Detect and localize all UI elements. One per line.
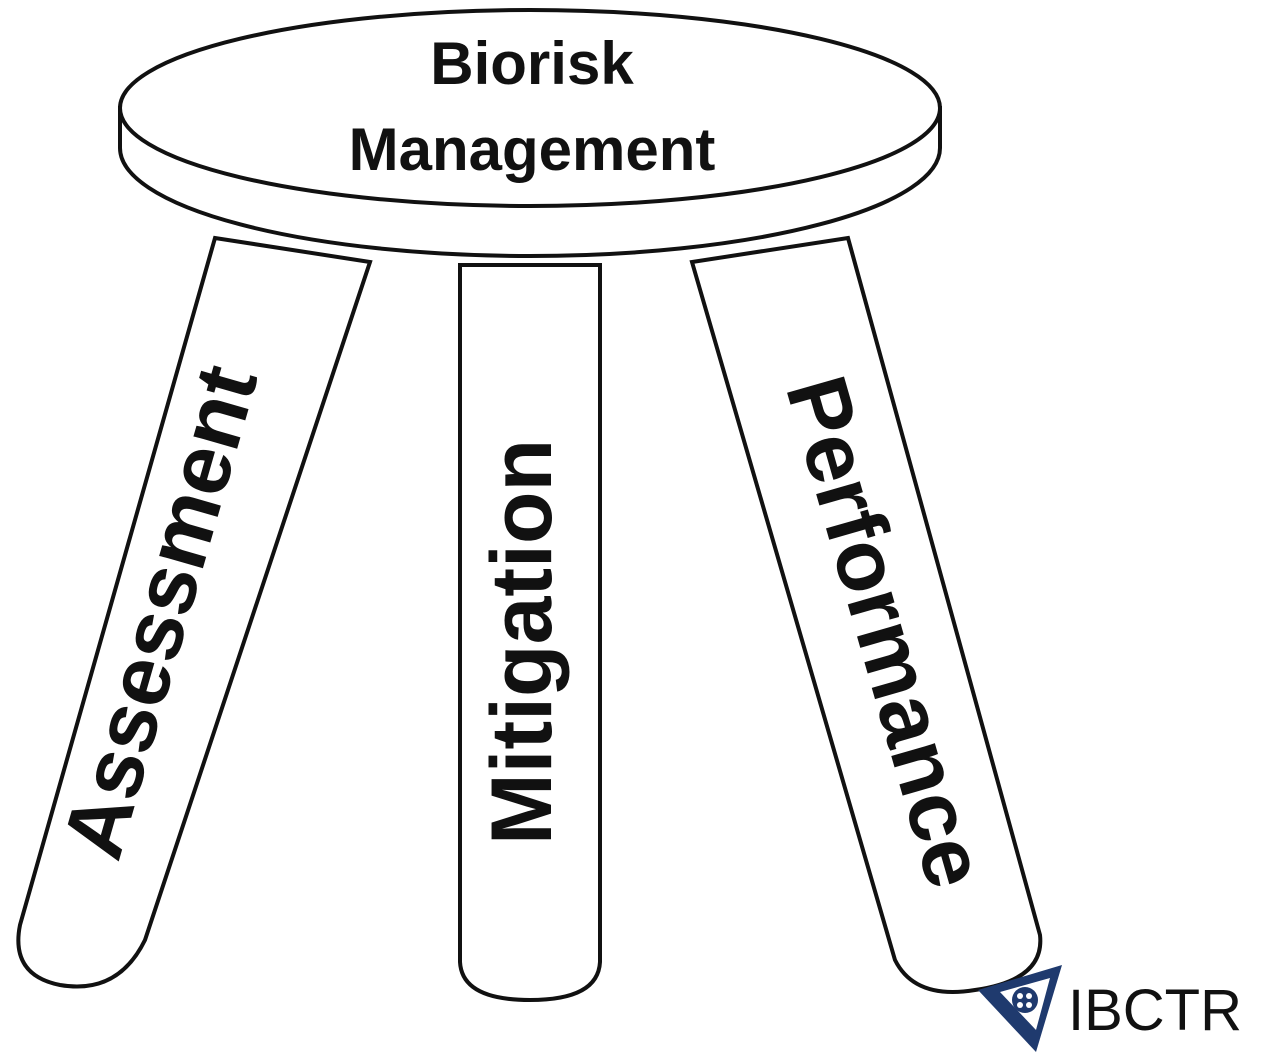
leg-performance: Performance — [689, 235, 1043, 994]
ibctr-logo-text: IBCTR — [1068, 978, 1242, 1043]
seat-title-line2: Management — [349, 116, 716, 183]
ibctr-emblem-icon — [978, 965, 1062, 1052]
ibctr-logo: IBCTR — [978, 965, 1242, 1052]
leg-assessment: Assessment — [16, 235, 373, 989]
stool-seat: Biorisk Management — [118, 8, 942, 258]
leg-label-mitigation: Mitigation — [474, 439, 570, 845]
leg-mitigation: Mitigation — [458, 263, 602, 1003]
seat-title-line1: Biorisk — [430, 30, 634, 97]
